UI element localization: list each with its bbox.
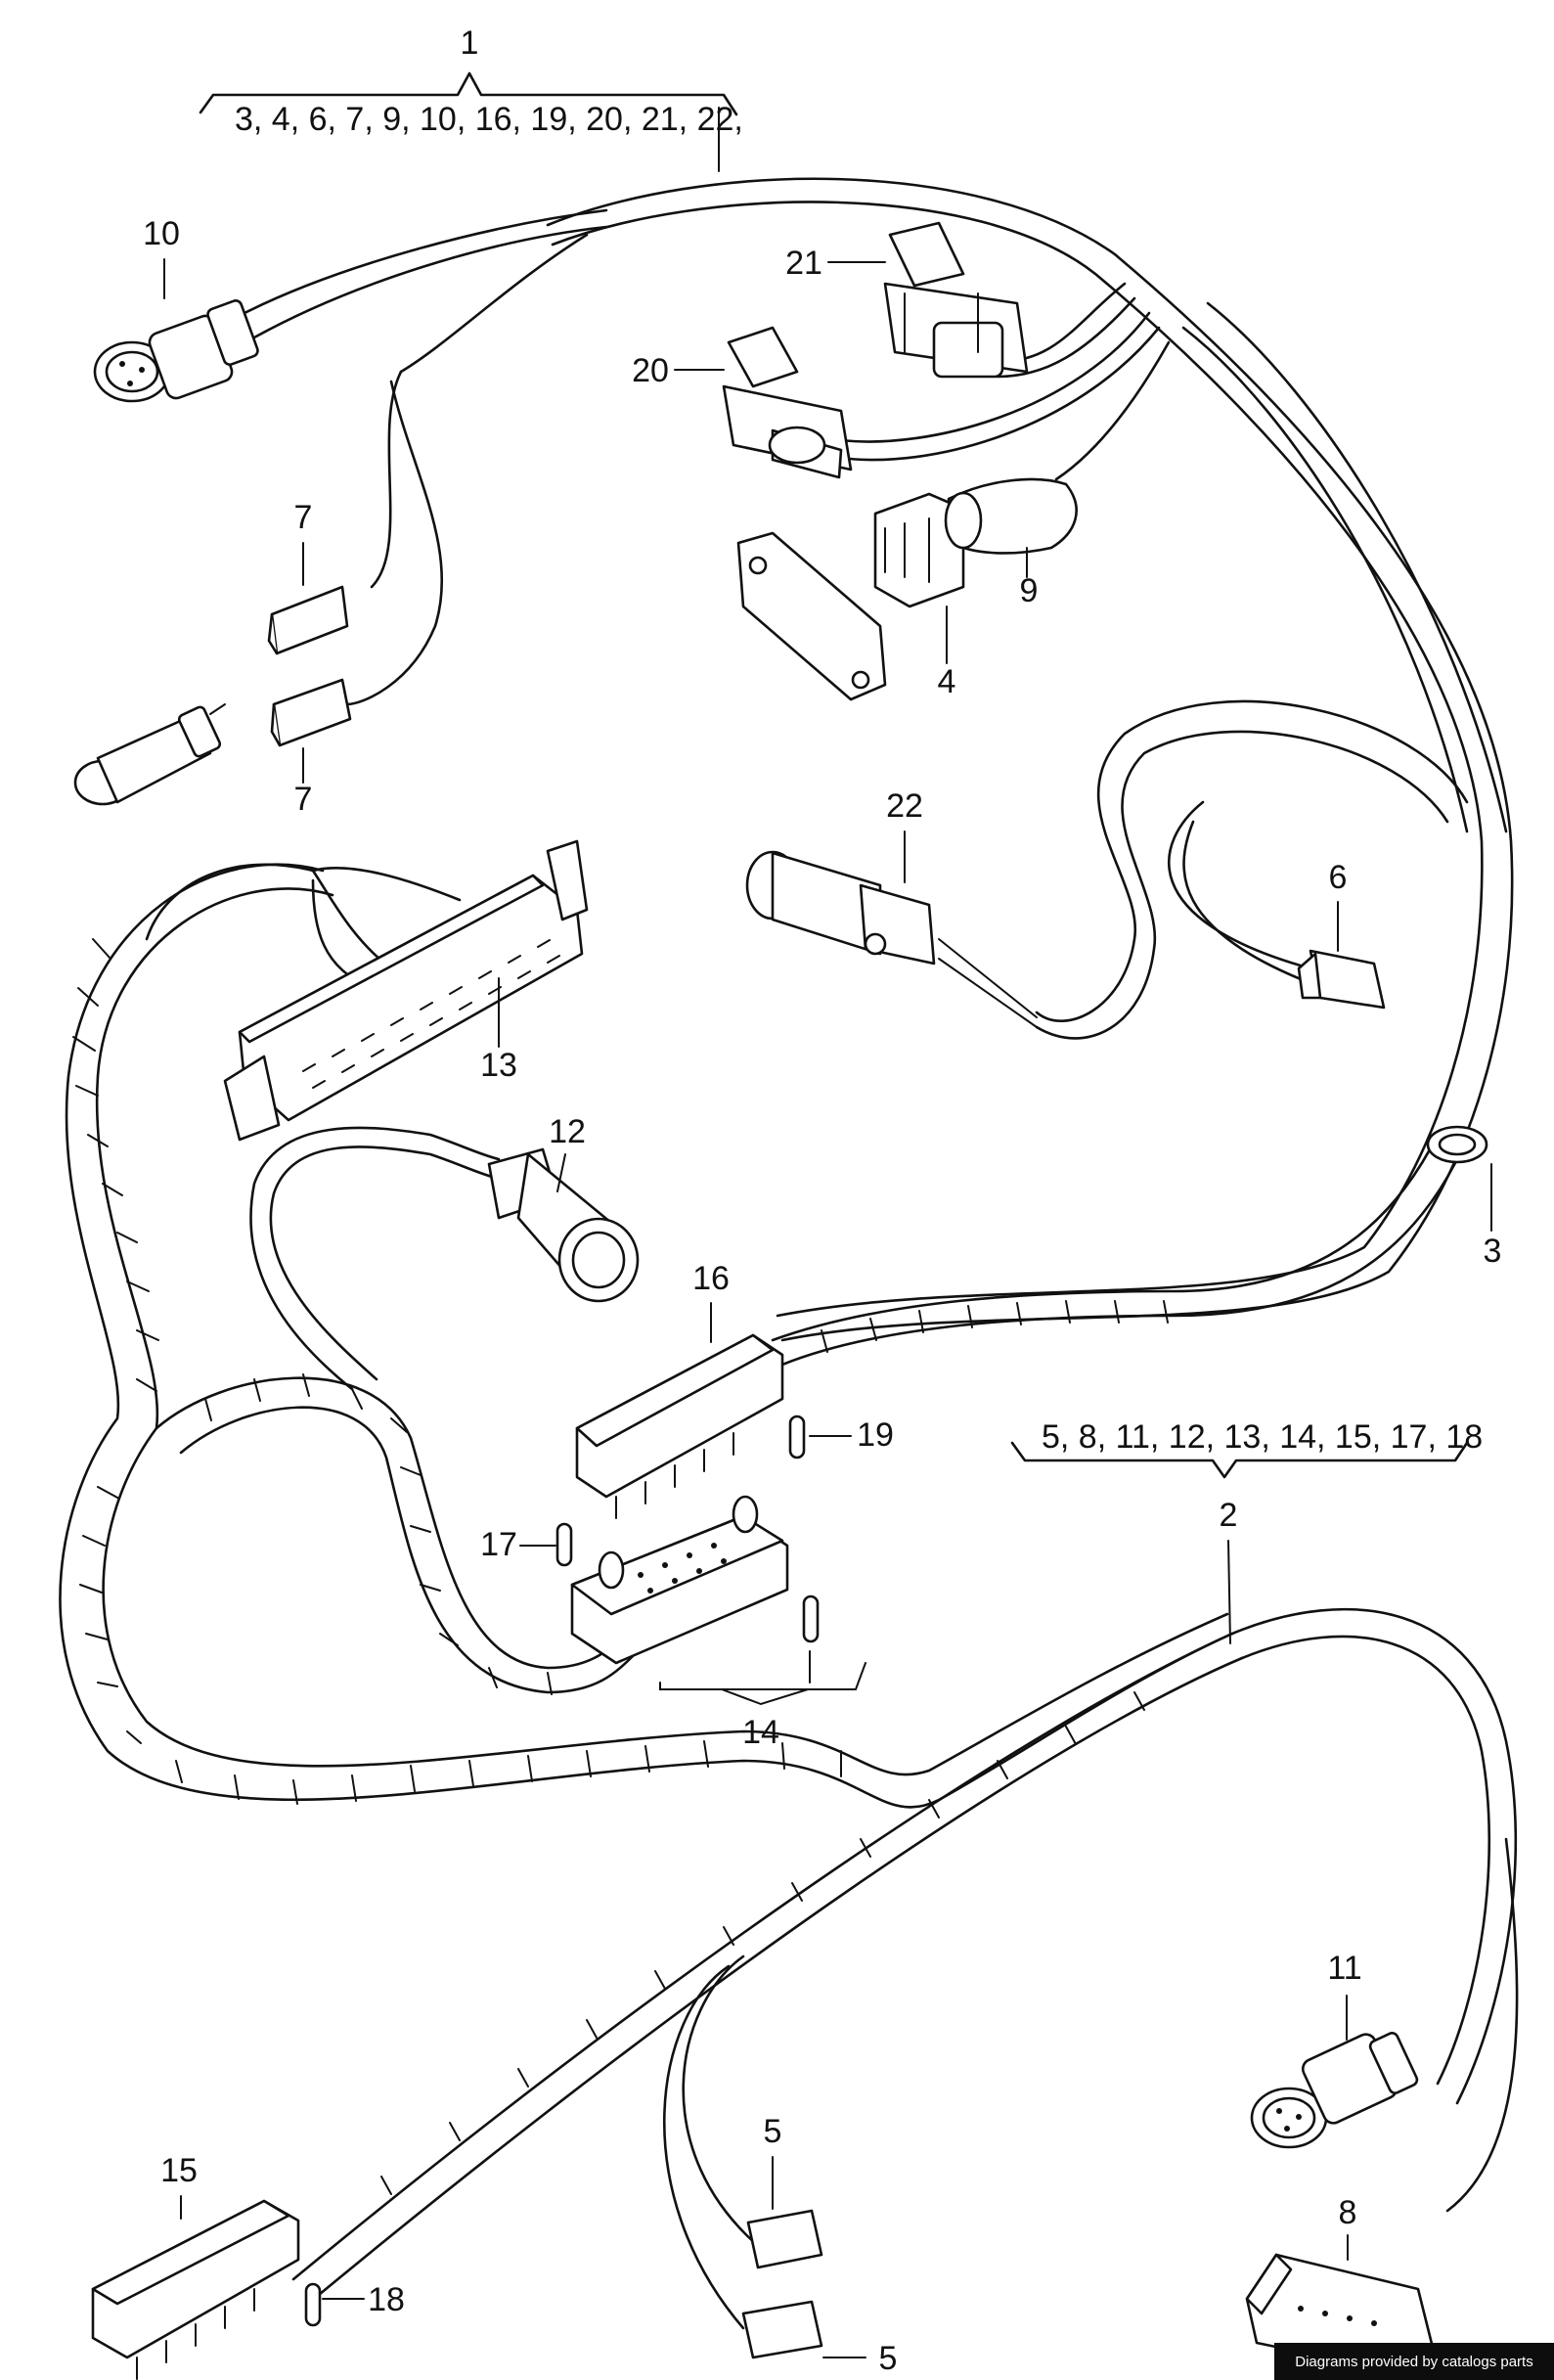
part-13-multipin-connector [223,839,589,1142]
mounting-plate [736,531,887,701]
group-bracket-2: 5, 8, 11, 12, 13, 14, 15, 17, 18 2 [1010,1418,1483,1644]
part-11-round-connector [1250,2032,1419,2149]
callout-7-upper: 7 [294,499,313,536]
group-1-number: 1 [461,24,479,62]
harness-branch-6-22 [938,699,1469,1040]
part-4-connector [873,492,965,608]
part-5-connectors [741,2209,823,2359]
part-17-pin [555,1522,573,1567]
bulb-holder [73,703,226,806]
footer-credit: Diagrams provided by catalogs parts [1274,2343,1554,2380]
pin-grid [302,939,560,1089]
callout-21: 21 [785,245,822,282]
callout-11: 11 [1327,1950,1361,1987]
callout-9: 9 [1020,572,1039,609]
harness-branch-12 [249,1126,501,1391]
part-21-connector [883,221,1029,379]
callout-10: 10 [143,215,180,252]
callout-18: 18 [368,2281,405,2318]
part-7-connectors [267,585,352,747]
callout-8: 8 [1339,2194,1357,2231]
harness-branch-20-21-9 [839,282,1171,481]
part-14-terminal-block [570,1495,820,1665]
group-2-includes: 5, 8, 11, 12, 13, 14, 15, 17, 18 [1042,1418,1483,1456]
part-19-pin [788,1415,806,1459]
callout-13: 13 [480,1047,517,1084]
callout-5-upper: 5 [764,2113,782,2150]
part-12-lamp-socket [487,1147,640,1303]
callout-19: 19 [857,1416,894,1454]
group-bracket-1: 1 3, 4, 6, 7, 9, 10, 16, 19, 20, 21, 22, [199,24,743,172]
part-9-grommet [944,477,1078,555]
group-1-includes: 3, 4, 6, 7, 9, 10, 16, 19, 20, 21, 22, [235,101,743,138]
callout-20: 20 [632,352,669,389]
callout-14: 14 [742,1714,779,1751]
group-2-number: 2 [1220,1497,1238,1534]
callout-3: 3 [1484,1233,1502,1270]
callout-15: 15 [160,2152,198,2189]
part-15-connector [91,2199,300,2380]
harness-1-trunk [243,177,1514,1342]
callout-17: 17 [480,1526,517,1563]
part-3-grommet [1426,1125,1488,1164]
callout-6: 6 [1329,859,1348,896]
part-20-connector [722,326,853,479]
harness-2-loop [59,863,1519,2330]
callout-12: 12 [549,1113,586,1150]
part-6-connector [1297,949,1386,1010]
part-22-connector [745,850,936,965]
callout-4: 4 [938,663,956,700]
part-16-connector-housing [575,1333,784,1519]
part-18-pin [304,2282,322,2327]
callout-5-lower: 5 [879,2340,898,2377]
part-10-round-connector [93,299,259,403]
callout-16: 16 [692,1260,730,1297]
terminal-holes [638,1543,727,1594]
callout-7-lower: 7 [294,781,313,818]
callout-22: 22 [886,787,923,825]
